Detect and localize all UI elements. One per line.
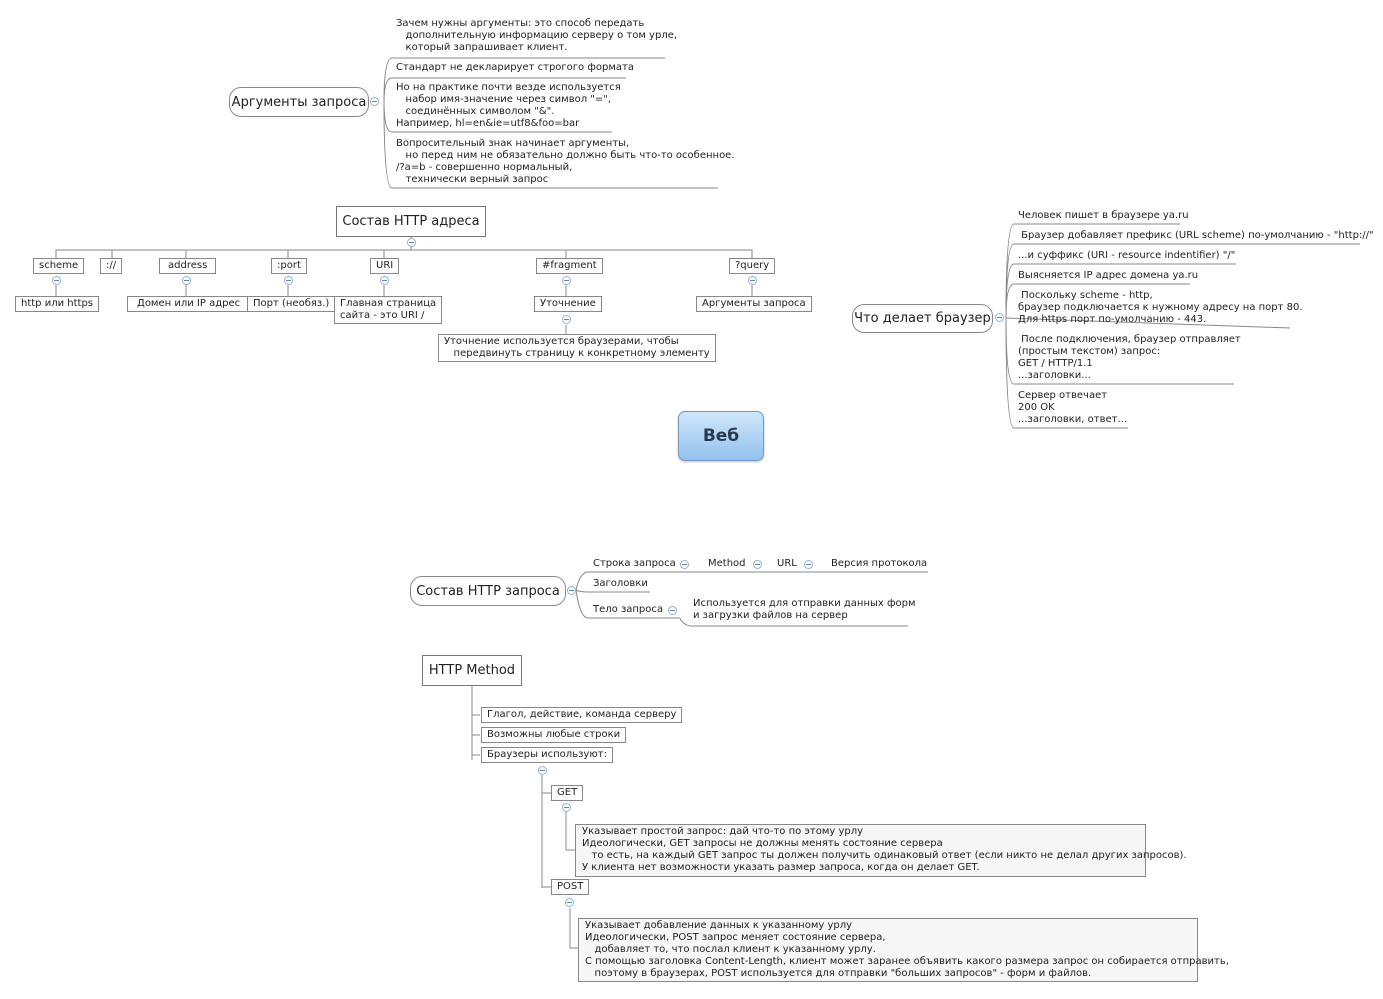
- method-note-any-string[interactable]: Возможны любые строки: [481, 727, 627, 743]
- url-part-address[interactable]: address: [159, 258, 217, 274]
- collapse-icon[interactable]: [668, 606, 677, 615]
- collapse-icon[interactable]: [562, 276, 571, 285]
- detail-fragment[interactable]: Уточнение: [534, 296, 602, 312]
- collapse-icon[interactable]: [52, 276, 61, 285]
- request-headers: Заголовки: [593, 578, 648, 589]
- collapse-icon[interactable]: [804, 560, 813, 569]
- topic-request-arguments[interactable]: Аргументы запроса: [229, 87, 369, 117]
- browser-step-7: Сервер отвечает 200 OK ...заголовки, отв…: [1018, 390, 1128, 425]
- method-get[interactable]: GET: [551, 785, 584, 801]
- request-body: Тело запроса: [593, 604, 664, 615]
- collapse-icon[interactable]: [284, 276, 293, 285]
- url-part-uri[interactable]: URI: [370, 258, 400, 274]
- collapse-icon[interactable]: [995, 313, 1004, 322]
- request-body-note: Используется для отправки данных форм и …: [693, 598, 916, 621]
- collapse-icon[interactable]: [562, 803, 571, 812]
- detail-query[interactable]: Аргументы запроса: [696, 296, 812, 312]
- detail-uri[interactable]: Главная страница сайта - это URI /: [334, 296, 443, 324]
- topic-browser-actions[interactable]: Что делает браузер: [852, 304, 993, 333]
- url-part-fragment[interactable]: #fragment: [536, 258, 603, 274]
- collapse-icon[interactable]: [680, 560, 689, 569]
- collapse-icon[interactable]: [567, 586, 576, 595]
- detail-port[interactable]: Порт (необяз.): [247, 296, 336, 312]
- get-description[interactable]: Указывает простой запрос: дай что-то по …: [575, 824, 1187, 877]
- args-note-standard: Стандарт не декларирует строгого формата: [396, 62, 634, 73]
- collapse-icon[interactable]: [182, 276, 191, 285]
- args-note-question-mark: Вопросительный знак начинает аргументы, …: [396, 138, 735, 185]
- collapse-icon[interactable]: [370, 97, 379, 106]
- url-part-port[interactable]: :port: [271, 258, 307, 274]
- collapse-icon[interactable]: [407, 238, 416, 247]
- browser-step-1: Человек пишет в браузере ya.ru: [1018, 210, 1189, 221]
- browser-step-3: ...и суффикс (URI - resource indentifier…: [1018, 250, 1236, 261]
- collapse-icon[interactable]: [562, 315, 571, 324]
- collapse-icon[interactable]: [565, 898, 574, 907]
- request-version: Версия протокола: [831, 558, 928, 569]
- url-part-scheme[interactable]: scheme: [33, 258, 85, 274]
- method-post[interactable]: POST: [551, 879, 590, 895]
- collapse-icon[interactable]: [753, 560, 762, 569]
- detail-address[interactable]: Домен или IP адрес: [127, 296, 251, 312]
- method-note-browsers[interactable]: Браузеры используют:: [481, 747, 613, 763]
- topic-label: Аргументы запроса: [231, 94, 367, 110]
- detail-fragment-note[interactable]: Уточнение используется браузерами, чтобы…: [438, 334, 716, 362]
- request-line: Строка запроса: [593, 558, 676, 569]
- request-url: URL: [777, 558, 797, 569]
- post-description[interactable]: Указывает добавление данных к указанному…: [578, 918, 1229, 982]
- topic-http-request[interactable]: Состав HTTP запроса: [410, 576, 566, 606]
- args-note-purpose: Зачем нужны аргументы: это способ переда…: [396, 18, 678, 53]
- browser-step-2: Браузер добавляет префикс (URL scheme) п…: [1018, 230, 1374, 241]
- collapse-icon[interactable]: [748, 276, 757, 285]
- central-topic-web[interactable]: Веб: [678, 411, 764, 461]
- central-topic-label: Веб: [702, 426, 740, 446]
- collapse-icon[interactable]: [538, 766, 547, 775]
- topic-http-method[interactable]: HTTP Method: [422, 655, 522, 686]
- args-note-practice: Но на практике почти везде используется …: [396, 82, 621, 129]
- topic-label: Состав HTTP запроса: [416, 583, 560, 599]
- url-part-separator[interactable]: ://: [100, 258, 123, 274]
- collapse-icon[interactable]: [380, 276, 389, 285]
- detail-scheme[interactable]: http или https: [15, 296, 100, 312]
- topic-label: HTTP Method: [428, 663, 516, 678]
- topic-label: Состав HTTP адреса: [342, 214, 480, 229]
- url-part-query[interactable]: ?query: [729, 258, 776, 274]
- browser-step-6: После подключения, браузер отправляет (п…: [1018, 334, 1241, 381]
- method-note-verb[interactable]: Глагол, действие, команда серверу: [481, 707, 683, 723]
- browser-step-5: Поскольку scheme - http, браузер подключ…: [1018, 290, 1303, 325]
- browser-step-4: Выясняется IP адрес домена ya.ru: [1018, 270, 1199, 281]
- request-method: Method: [708, 558, 746, 569]
- topic-http-address[interactable]: Состав HTTP адреса: [336, 206, 486, 237]
- topic-label: Что делает браузер: [854, 311, 991, 326]
